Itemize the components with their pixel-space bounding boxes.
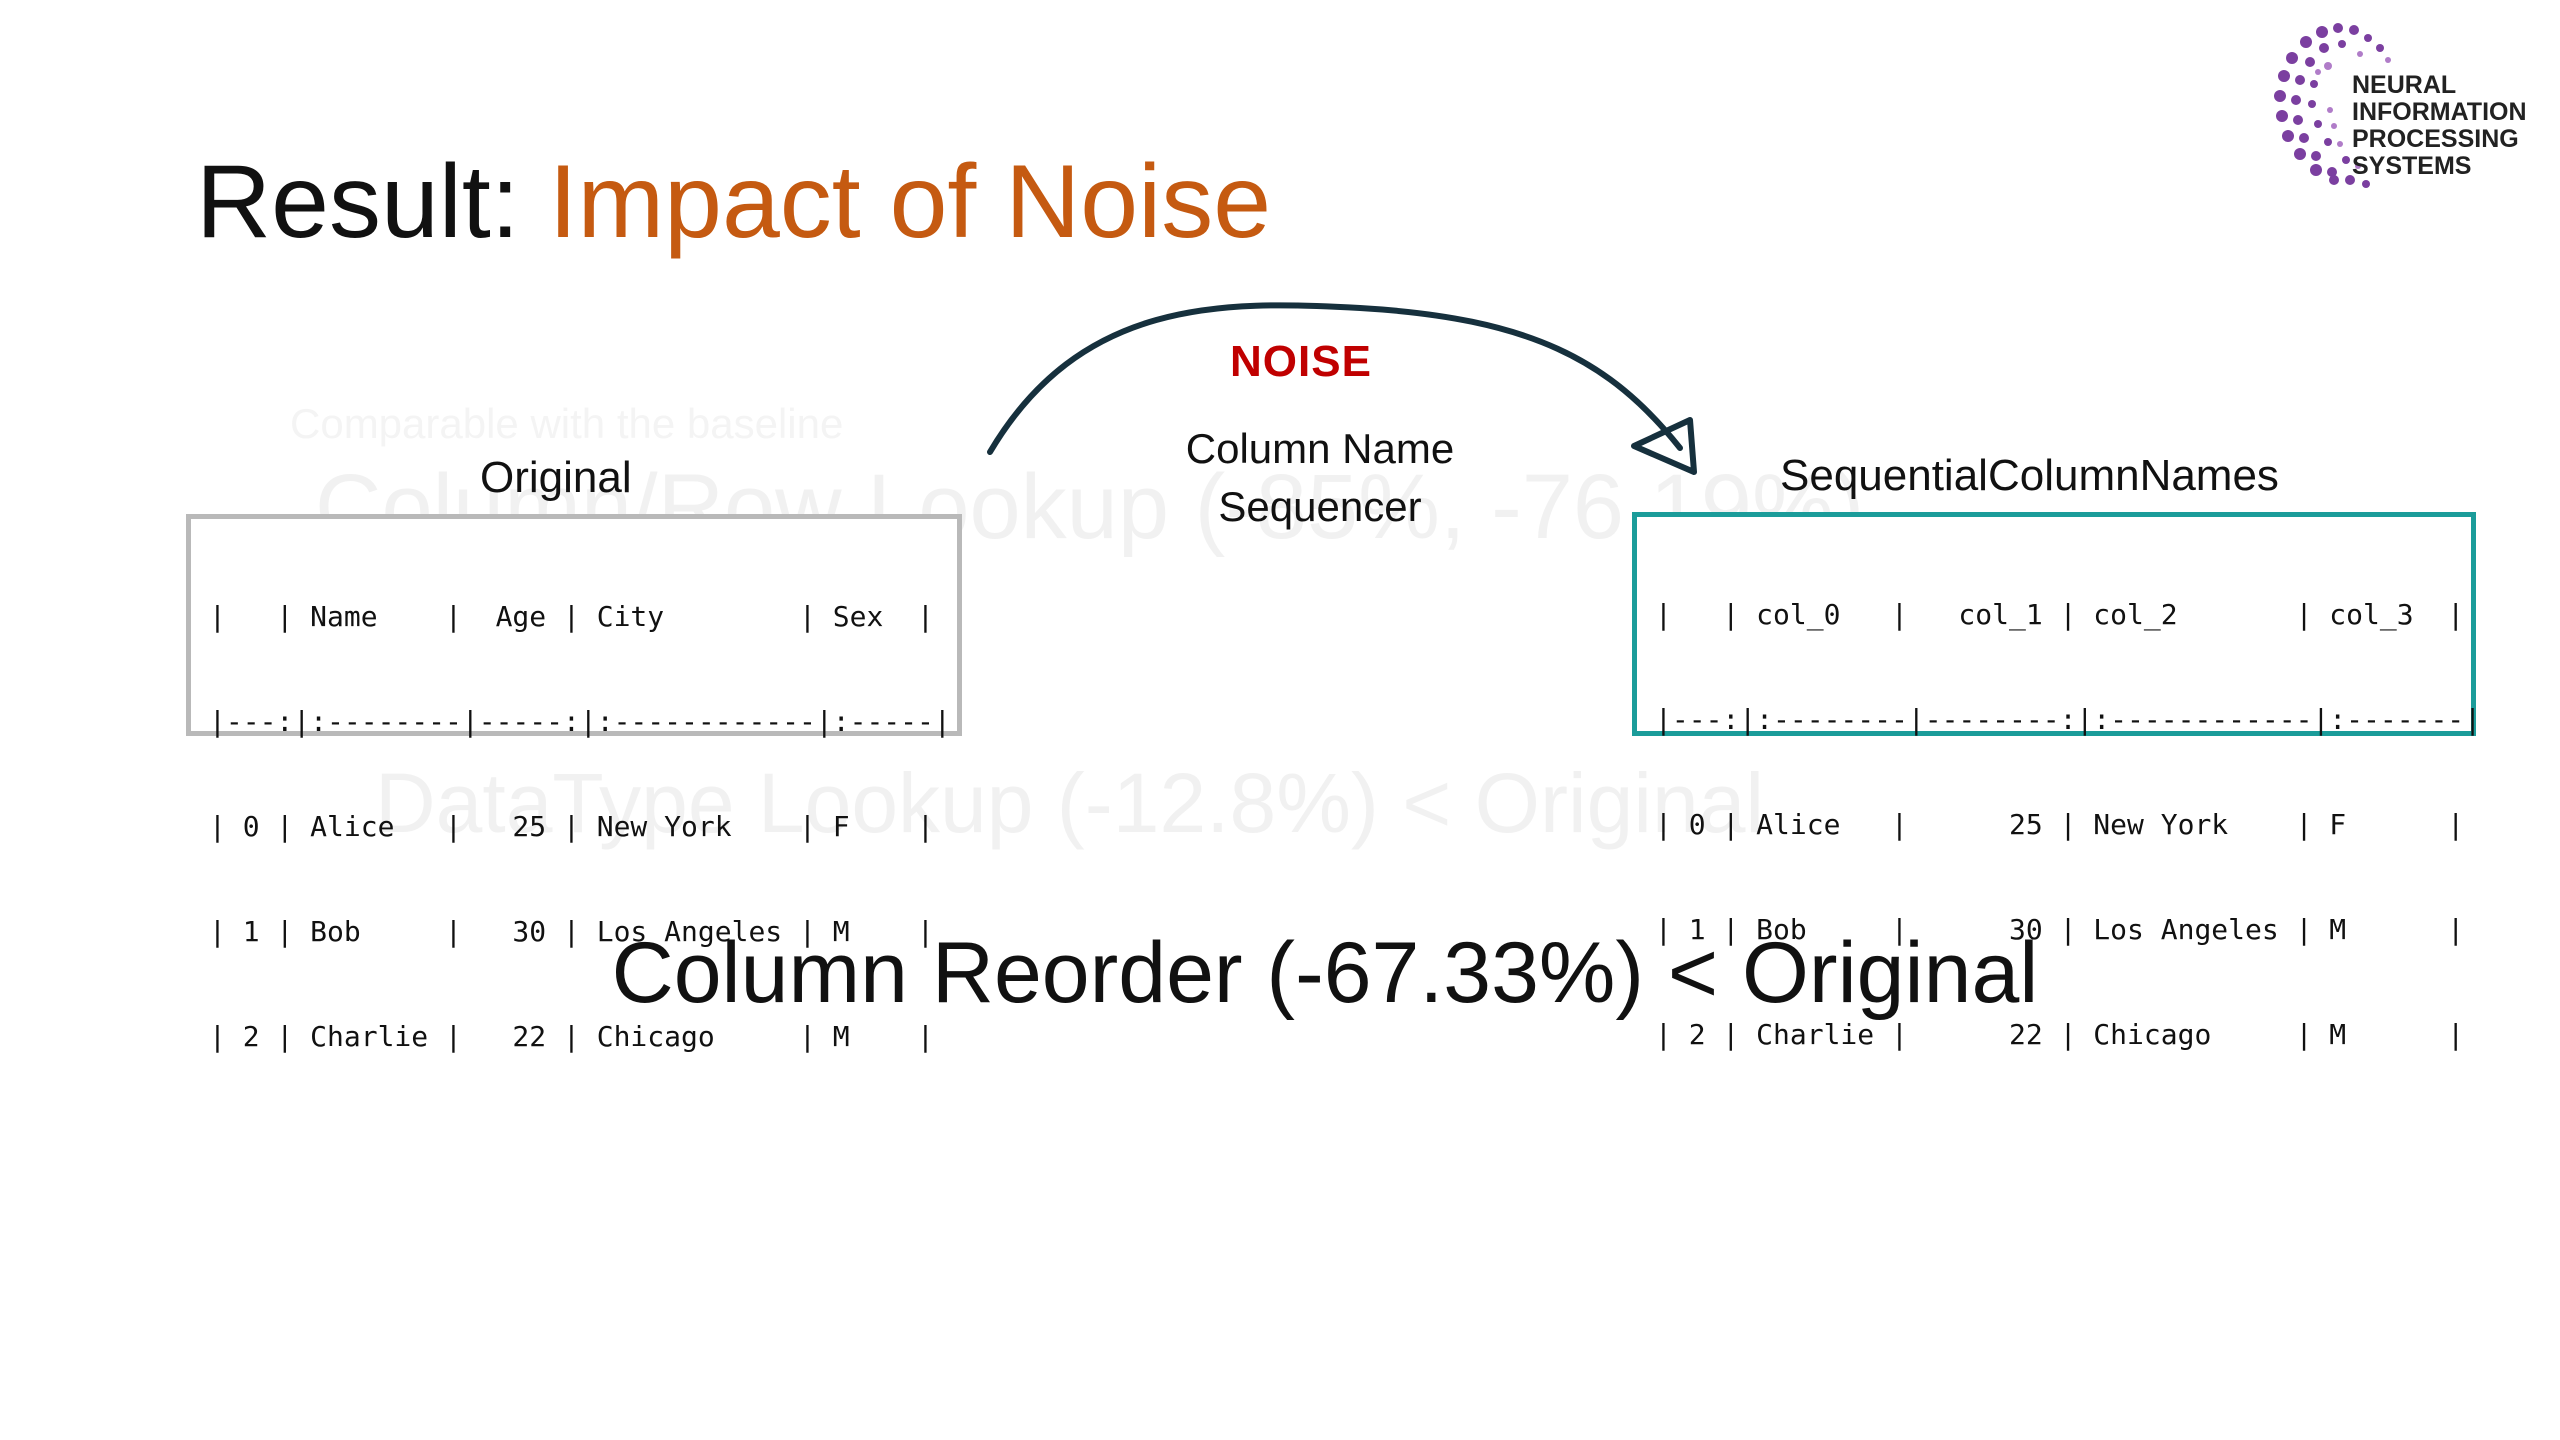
noise-label: NOISE — [1230, 337, 1372, 386]
table-row: | 1 | Bob | 30 | Los Angeles | M | — [1655, 913, 2465, 946]
title-accent: Impact of Noise — [548, 144, 1272, 260]
transform-name: Column Name Sequencer — [1185, 425, 1455, 530]
faded-text-baseline: Comparable with the baseline — [290, 400, 844, 447]
table-row: |---:|:--------|--------:|:------------|… — [1655, 703, 2482, 736]
sequential-table-text: | | col_0 | col_1 | col_2 | col_3 | |---… — [1655, 527, 2482, 1122]
sequential-table: | | col_0 | col_1 | col_2 | col_3 | |---… — [1632, 512, 2481, 1051]
table-row: | | Name | Age | City | Sex | — [209, 600, 934, 633]
logo-dots-icon — [2274, 23, 2391, 188]
neurips-logo: NEURAL INFORMATION PROCESSING SYSTEMS — [2262, 14, 2552, 194]
logo-text: NEURAL INFORMATION PROCESSING SYSTEMS — [2352, 71, 2527, 180]
table-row: | 2 | Charlie | 22 | Chicago | M | — [209, 1020, 934, 1053]
title-prefix: Result: — [196, 144, 549, 260]
table-row: | 0 | Alice | 25 | New York | F | — [1655, 808, 2465, 841]
result-statement: Column Reorder (-67.33%) < Original — [611, 925, 2039, 1021]
original-table: | | Name | Age | City | Sex | |---:|:---… — [186, 514, 962, 1053]
table-row: | | col_0 | col_1 | col_2 | col_3 | — [1655, 598, 2465, 631]
table-row: |---:|:--------|-----:|:------------|:--… — [209, 705, 951, 738]
table-row: | 1 | Bob | 30 | Los Angeles | M | — [209, 915, 934, 948]
faded-text-datatype: DataType Lookup (-12.8%) < Original — [375, 756, 1765, 850]
slide-title: Result: Impact of Noise — [196, 150, 1271, 254]
table-row: | 0 | Alice | 25 | New York | F | — [209, 810, 934, 843]
sequential-label: SequentialColumnNames — [1780, 451, 2279, 500]
original-label: Original — [480, 453, 632, 502]
original-table-text: | | Name | Age | City | Sex | |---:|:---… — [209, 529, 951, 1124]
table-row: | 2 | Charlie | 22 | Chicago | M | — [1655, 1018, 2465, 1051]
